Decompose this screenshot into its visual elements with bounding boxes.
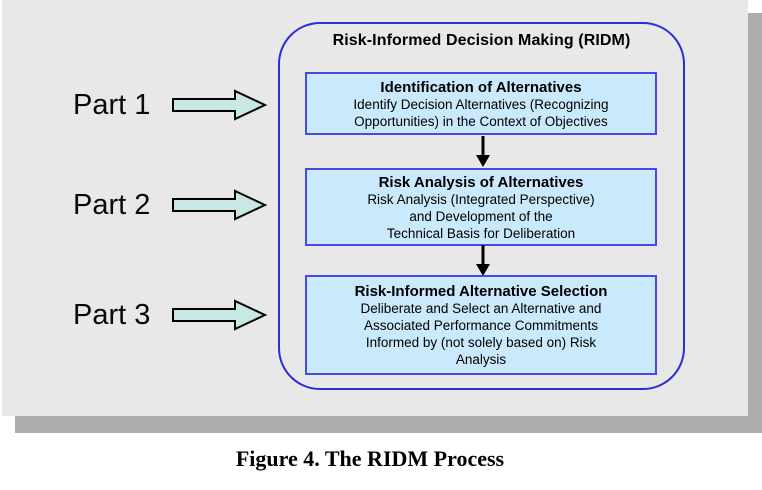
step-box-text-line: Deliberate and Select an Alternative and bbox=[360, 301, 602, 316]
step-box-text-line: Identify Decision Alternatives (Recogniz… bbox=[353, 97, 609, 112]
step-box-text-line: and Development of the bbox=[409, 209, 553, 224]
part-1-label: Part 1 bbox=[73, 89, 151, 121]
step-box-title: Risk Analysis of Alternatives bbox=[378, 174, 584, 191]
step-box-identification-of-alternatives: Identification of Alternatives Identify … bbox=[305, 72, 657, 135]
down-arrow-icon bbox=[476, 136, 490, 167]
ridm-process-container bbox=[278, 22, 685, 390]
step-box-text-line: Associated Performance Commitments bbox=[363, 318, 599, 333]
step-box-text-line: Informed by (not solely based on) Risk bbox=[365, 335, 597, 350]
down-arrow-icon bbox=[476, 245, 490, 276]
step-box-text-line: Analysis bbox=[455, 352, 507, 367]
step-box-title: Identification of Alternatives bbox=[380, 79, 582, 96]
step-box-risk-analysis-of-alternatives: Risk Analysis of Alternatives Risk Analy… bbox=[305, 168, 657, 246]
step-box-text-line: Opportunities) in the Context of Objecti… bbox=[354, 114, 608, 129]
part-3-arrow-icon bbox=[172, 299, 268, 331]
part-1-arrow-icon bbox=[172, 89, 268, 121]
part-2-arrow-icon bbox=[172, 189, 268, 221]
part-2-label: Part 2 bbox=[73, 189, 151, 221]
ridm-container-title: Risk-Informed Decision Making (RIDM) bbox=[332, 32, 631, 49]
part-3-label: Part 3 bbox=[73, 299, 151, 331]
step-box-text-line: Risk Analysis (Integrated Perspective) bbox=[367, 192, 595, 207]
step-box-text-line: Technical Basis for Deliberation bbox=[386, 226, 576, 241]
figure-caption: Figure 4. The RIDM Process bbox=[235, 446, 505, 471]
step-box-title: Risk-Informed Alternative Selection bbox=[354, 283, 608, 300]
step-box-risk-informed-alternative-selection: Risk-Informed Alternative Selection Deli… bbox=[305, 275, 657, 375]
